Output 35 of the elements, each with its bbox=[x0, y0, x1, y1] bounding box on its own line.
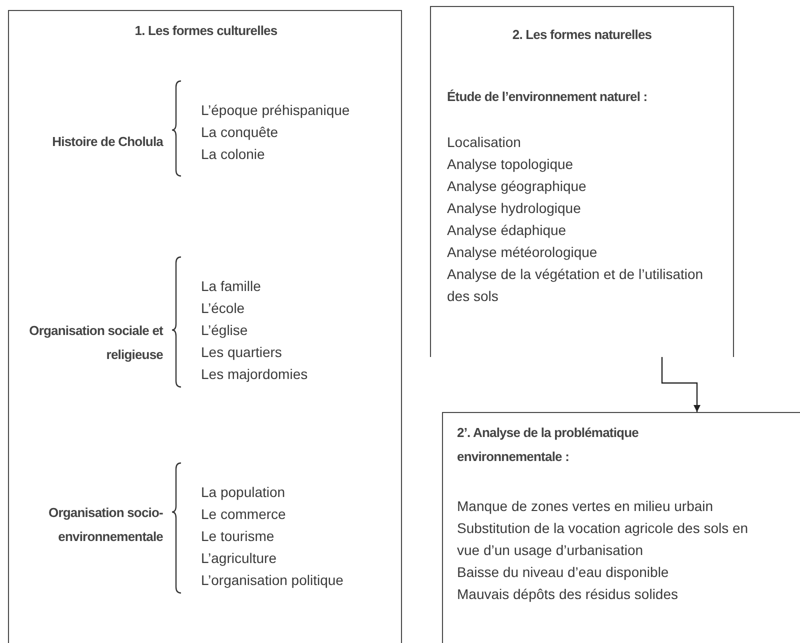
list-item: La conquête bbox=[201, 123, 280, 142]
list-item: Les quartiers bbox=[201, 343, 283, 362]
list-item: Les majordomies bbox=[201, 365, 309, 384]
list-item: L’organisation politique bbox=[201, 571, 344, 590]
text-panel bbox=[430, 6, 734, 357]
list-item: Mauvais dépôts des résidus solides bbox=[457, 585, 680, 604]
list-item: L’école bbox=[201, 299, 246, 318]
section-heading: Organisation sociale et religieuse bbox=[28, 322, 163, 364]
list-item: Manque de zones vertes en milieu urbain bbox=[457, 497, 714, 516]
list-item: La famille bbox=[201, 277, 262, 296]
list-item: L’église bbox=[201, 321, 249, 340]
list-item: Le tourisme bbox=[201, 527, 276, 546]
list-item: Baisse du niveau d’eau disponible bbox=[457, 563, 670, 582]
panel-title: 2. Les formes naturelles bbox=[511, 26, 653, 44]
section-heading: Étude de l’environnement naturel : bbox=[447, 88, 648, 106]
section-heading: Organisation socio-environnementale bbox=[48, 504, 163, 546]
panel-title: 2’. Analyse de la problématique environnementale : bbox=[457, 424, 640, 466]
section-heading: Histoire de Cholula bbox=[51, 133, 163, 151]
list-item: Le commerce bbox=[201, 505, 287, 524]
list-item: Analyse météorologique bbox=[447, 243, 598, 262]
text-panel bbox=[442, 412, 800, 643]
text-panel bbox=[8, 10, 402, 643]
connector-arrow bbox=[661, 357, 700, 412]
list-item: L’agriculture bbox=[201, 549, 278, 568]
list-item: La colonie bbox=[201, 145, 266, 164]
list-item: Analyse édaphique bbox=[447, 221, 568, 240]
panel-title: 1. Les formes culturelles bbox=[134, 22, 278, 40]
list-item: Substitution de la vocation agricole des sols en vue d’un usage d’urbanisation bbox=[457, 519, 750, 560]
list-item: Analyse hydrologique bbox=[447, 199, 582, 218]
list-item: Localisation bbox=[447, 133, 522, 152]
list-item: Analyse géographique bbox=[447, 177, 588, 196]
list-item: Analyse topologique bbox=[447, 155, 574, 174]
list-item: La population bbox=[201, 483, 286, 502]
list-item: Analyse de la végétation et de l’utilisation des sols bbox=[447, 265, 704, 306]
list-item: L’époque préhispanique bbox=[201, 101, 351, 120]
